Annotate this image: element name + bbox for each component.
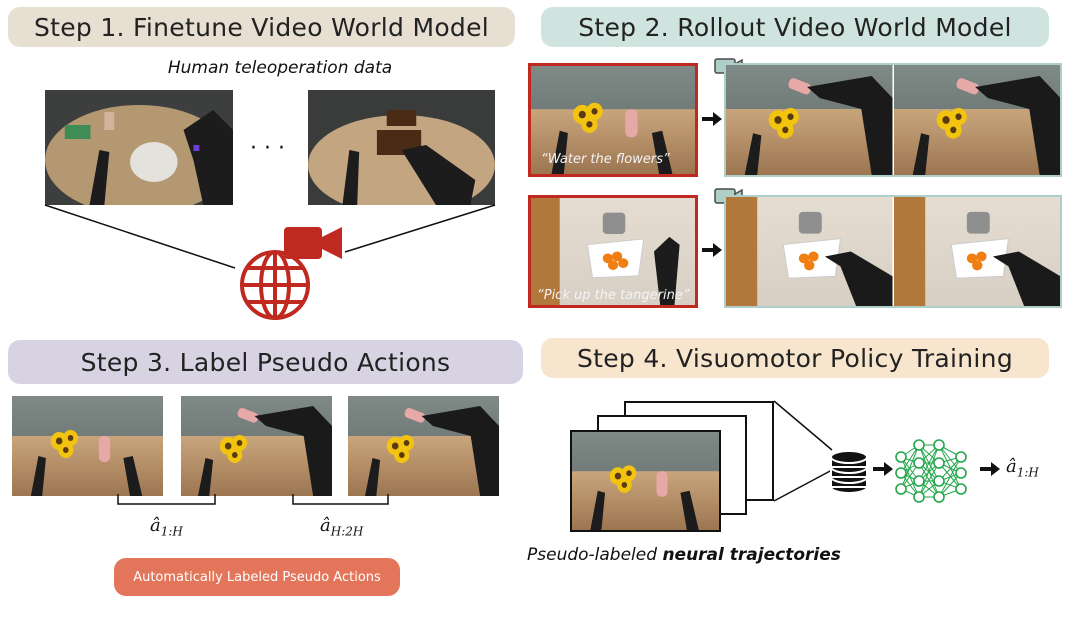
step4-header: Step 4. Visuomotor Policy Training [541, 338, 1049, 378]
step2-title: Step 2. Rollout Video World Model [578, 12, 1012, 42]
step4-title: Step 4. Visuomotor Policy Training [576, 343, 1013, 373]
action-label-1: â1:H [150, 515, 183, 539]
globe-icon [240, 250, 310, 320]
database-icon [830, 450, 868, 494]
rollout2-prompt: “Pick up the tangerine” [537, 288, 690, 303]
rollout2-output-frames [724, 195, 1062, 308]
trajectory-stack-front [570, 430, 721, 532]
arrow-right-icon [873, 462, 893, 476]
rollout2-input-frame: “Pick up the tangerine” [528, 195, 698, 308]
step1-connector-lines [44, 204, 496, 269]
neural-network-icon [895, 439, 967, 503]
action-brackets [117, 494, 389, 505]
ellipsis: · · · [250, 136, 285, 161]
rollout1-frame-b [892, 65, 1060, 175]
rollout1-output-frames [724, 63, 1062, 177]
rollout2-frame-b [892, 197, 1060, 306]
auto-label-button-label: Automatically Labeled Pseudo Actions [133, 569, 381, 585]
step3-header: Step 3. Label Pseudo Actions [8, 340, 523, 384]
policy-output-label: â1:H [1006, 456, 1039, 480]
trajectory-caption: Pseudo-labeled neural trajectories [527, 545, 841, 565]
step1-title: Step 1. Finetune Video World Model [33, 12, 490, 42]
action-label-2: âH:2H [320, 515, 364, 539]
arrow-right-icon [702, 243, 722, 257]
rollout1-input-frame: “Water the flowers” [528, 63, 698, 177]
rollout1-prompt: “Water the flowers” [541, 152, 670, 167]
arrow-right-icon [980, 462, 1000, 476]
teleop-caption: Human teleoperation data [167, 58, 393, 78]
video-camera-icon [284, 227, 342, 259]
step3-title: Step 3. Label Pseudo Actions [80, 347, 451, 377]
step1-header: Step 1. Finetune Video World Model [8, 7, 515, 47]
arrow-right-icon [702, 112, 722, 126]
step2-header: Step 2. Rollout Video World Model [541, 7, 1049, 47]
auto-label-button[interactable]: Automatically Labeled Pseudo Actions [114, 558, 400, 596]
